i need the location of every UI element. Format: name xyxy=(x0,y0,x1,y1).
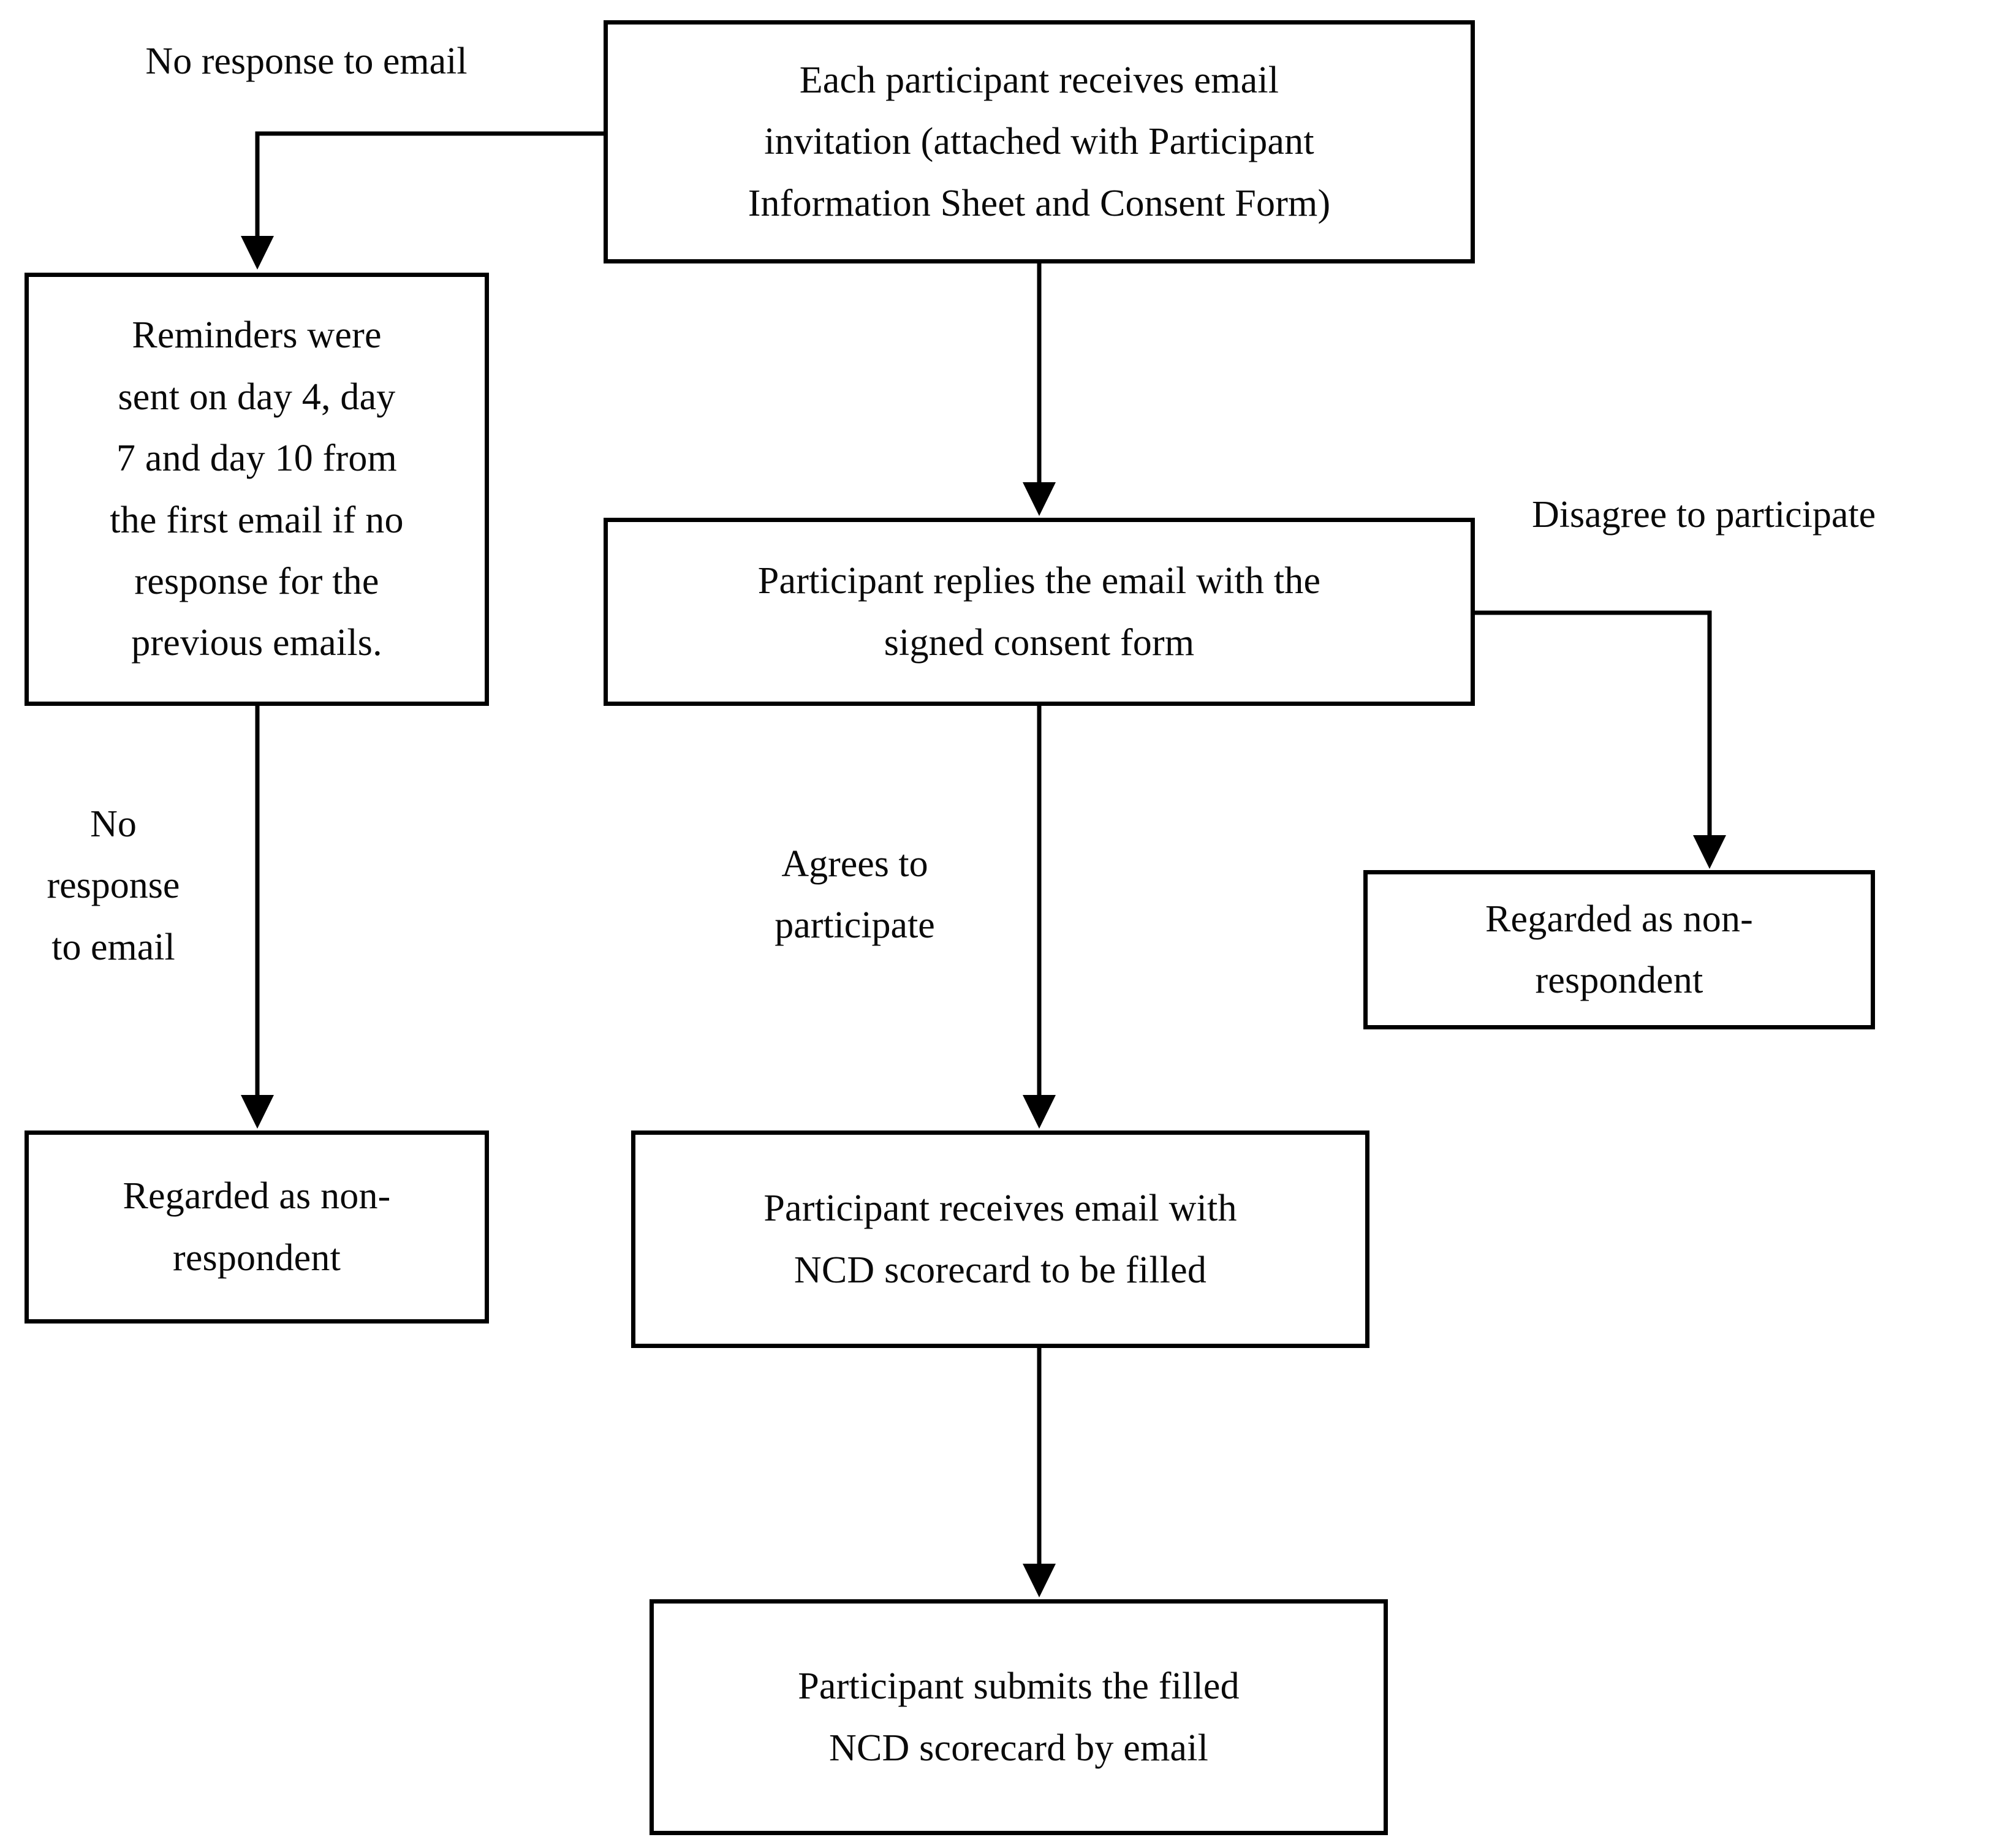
node-nonrespondent-right[interactable]: Regarded as non- respondent xyxy=(1363,870,1875,1029)
node-replies[interactable]: Participant replies the email with the s… xyxy=(604,518,1475,706)
node-reminders[interactable]: Reminders were sent on day 4, day 7 and … xyxy=(25,273,489,706)
node-replies-label: Participant replies the email with the s… xyxy=(757,560,1321,664)
node-scorecard-received[interactable]: Participant receives email with NCD scor… xyxy=(631,1130,1369,1348)
node-invitation[interactable]: Each participant receives email invitati… xyxy=(604,20,1475,263)
node-scorecard-submitted[interactable]: Participant submits the filled NCD score… xyxy=(650,1599,1388,1835)
node-reminders-label: Reminders were sent on day 4, day 7 and … xyxy=(110,314,404,664)
node-scorecard-submitted-label: Participant submits the filled NCD score… xyxy=(798,1665,1240,1769)
edge-label-no-response-top: No response to email xyxy=(145,40,468,82)
node-scorecard-received-label: Participant receives email with NCD scor… xyxy=(763,1187,1237,1291)
node-nonrespondent-left[interactable]: Regarded as non- respondent xyxy=(25,1130,489,1324)
edge-label-disagree-to-participate: Disagree to participate xyxy=(1532,494,1876,536)
node-nonrespondent-left-label: Regarded as non- respondent xyxy=(123,1175,391,1279)
node-invitation-label: Each participant receives email invitati… xyxy=(748,59,1331,224)
edge-label-no-response-left: No response to email xyxy=(47,803,180,968)
node-nonrespondent-right-label: Regarded as non- respondent xyxy=(1485,898,1754,1001)
edge-label-agrees-to-participate: Agrees to participate xyxy=(775,843,935,947)
